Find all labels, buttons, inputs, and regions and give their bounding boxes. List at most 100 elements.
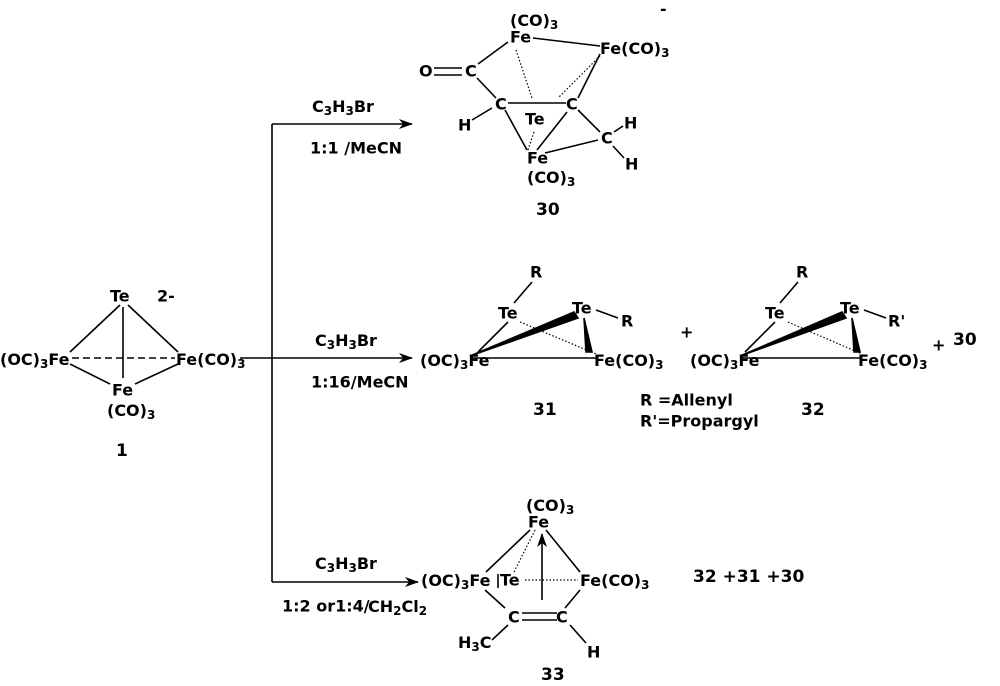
- atom-r: R: [530, 263, 542, 282]
- fe-left: (OC)3Fe: [421, 571, 491, 593]
- compound-label: 32: [801, 400, 825, 420]
- bond: [476, 77, 497, 99]
- atom-te: Te: [765, 304, 785, 323]
- fe-bottom: Fe: [112, 381, 133, 400]
- bond: [744, 321, 776, 353]
- atom-te: Te: [110, 287, 130, 306]
- bond: [532, 37, 601, 47]
- hashed-bond: [787, 321, 863, 355]
- bond: [485, 529, 531, 573]
- fe-right: Fe(CO)3: [594, 351, 663, 373]
- charge: -: [660, 0, 667, 19]
- bond: [484, 589, 506, 609]
- byproducts: 32 +31 +30: [693, 567, 804, 587]
- plus-sign: +: [680, 323, 693, 342]
- bond: [544, 139, 599, 154]
- atom-c: C: [465, 62, 477, 81]
- bond: [127, 304, 179, 353]
- bond: [612, 145, 625, 159]
- conditions-bottom-solvent: CH2Cl2: [368, 597, 427, 619]
- fe-right: Fe(CO)3: [176, 350, 245, 372]
- atom-c: C: [556, 608, 568, 627]
- legend-r: R =Allenyl: [640, 391, 733, 410]
- conditions-top: 1:1 /MeCN: [310, 139, 402, 158]
- bond: [504, 109, 528, 151]
- fe-left: (OC)3Fe: [0, 350, 70, 372]
- atom-r-prime: R': [888, 312, 905, 331]
- wedge-bond: [583, 317, 594, 353]
- compound-30: - (CO)3 Fe Fe(CO)3 O C C C H Te Fe (CO)3…: [419, 0, 669, 220]
- atom-h: H: [587, 643, 600, 662]
- atom-h: H: [458, 116, 471, 135]
- fe-bottom-co: (CO)3: [527, 168, 575, 190]
- atom-te: Te: [525, 110, 545, 129]
- atom-o: O: [419, 62, 433, 81]
- bond: [613, 125, 624, 133]
- bond: [477, 321, 509, 353]
- fe-right: Fe(CO)3: [580, 571, 649, 593]
- compound-31: R Te Te R (OC)3Fe Fe(CO)3 31: [420, 263, 663, 421]
- hashed-bond: [513, 529, 536, 573]
- compound-label: 1: [116, 441, 128, 461]
- conditions-bottom-ratio: 1:2 or1:4/: [282, 597, 370, 616]
- atom-c: C: [495, 95, 507, 114]
- bond: [477, 41, 509, 65]
- charge: 2-: [157, 287, 175, 306]
- bond: [577, 109, 601, 133]
- methyl: H3C: [458, 633, 492, 655]
- hashed-bond: [515, 49, 533, 99]
- fe-top-co: (CO)3: [510, 11, 558, 33]
- reagent-top: C3H3Br: [312, 97, 374, 119]
- atom-te: Te: [500, 571, 520, 590]
- fe-right: Fe(CO)3: [858, 351, 927, 373]
- plus-sign: +: [932, 336, 945, 355]
- bond: [134, 363, 179, 385]
- hashed-bond: [527, 131, 535, 151]
- fe-left: (OC)3Fe: [690, 351, 760, 373]
- bond: [471, 107, 493, 121]
- fe-top-co: (CO)3: [526, 496, 574, 518]
- bond: [491, 624, 509, 641]
- atom-te: Te: [498, 304, 518, 323]
- fe-right: Fe(CO)3: [600, 39, 669, 61]
- compound-label: 33: [541, 665, 565, 685]
- legend-r-prime: R'=Propargyl: [640, 412, 759, 431]
- bond: [69, 363, 111, 385]
- wedge-bond: [851, 317, 862, 353]
- atom-te: Te: [572, 299, 592, 318]
- conditions-middle: 1:16/MeCN: [311, 373, 409, 392]
- atom-c: C: [508, 608, 520, 627]
- wedge-bond: [469, 311, 580, 357]
- reagent-bottom: C3H3Br: [315, 554, 377, 576]
- bond: [513, 281, 533, 304]
- compound-label: 30: [536, 200, 560, 220]
- atom-h: H: [625, 155, 638, 174]
- bond: [577, 53, 601, 99]
- bond: [536, 111, 568, 151]
- bond: [69, 304, 121, 353]
- compound-ref: 30: [953, 330, 977, 350]
- fe-left: (OC)3Fe: [420, 351, 490, 373]
- compound-label: 31: [533, 400, 557, 420]
- fe-bottom-co: (CO)3: [107, 401, 155, 423]
- atom-c: C: [601, 129, 613, 148]
- reagent-middle: C3H3Br: [315, 331, 377, 353]
- fe-top: Fe: [510, 28, 531, 47]
- bond: [863, 309, 887, 319]
- bond: [595, 309, 619, 319]
- atom-c: C: [566, 95, 578, 114]
- atom-r: R: [796, 263, 808, 282]
- bond: [569, 624, 587, 644]
- bond: [779, 281, 799, 304]
- compound-33: (CO)3 Fe (OC)3Fe Te Fe(CO)3 C C H3C H 33: [421, 496, 649, 686]
- fe-top: Fe: [528, 513, 549, 532]
- reaction-arrows: C3H3Br 1:1 /MeCN C3H3Br 1:16/MeCN C3H3Br…: [240, 97, 427, 619]
- atom-te: Te: [840, 299, 860, 318]
- wedge-bond: [739, 311, 848, 357]
- compound-1: Te 2- (OC)3Fe Fe(CO)3 Fe (CO)3 1: [0, 287, 245, 462]
- atom-r: R: [621, 312, 633, 331]
- atom-h: H: [624, 114, 637, 133]
- bond: [545, 529, 581, 573]
- fe-bottom: Fe: [527, 149, 548, 168]
